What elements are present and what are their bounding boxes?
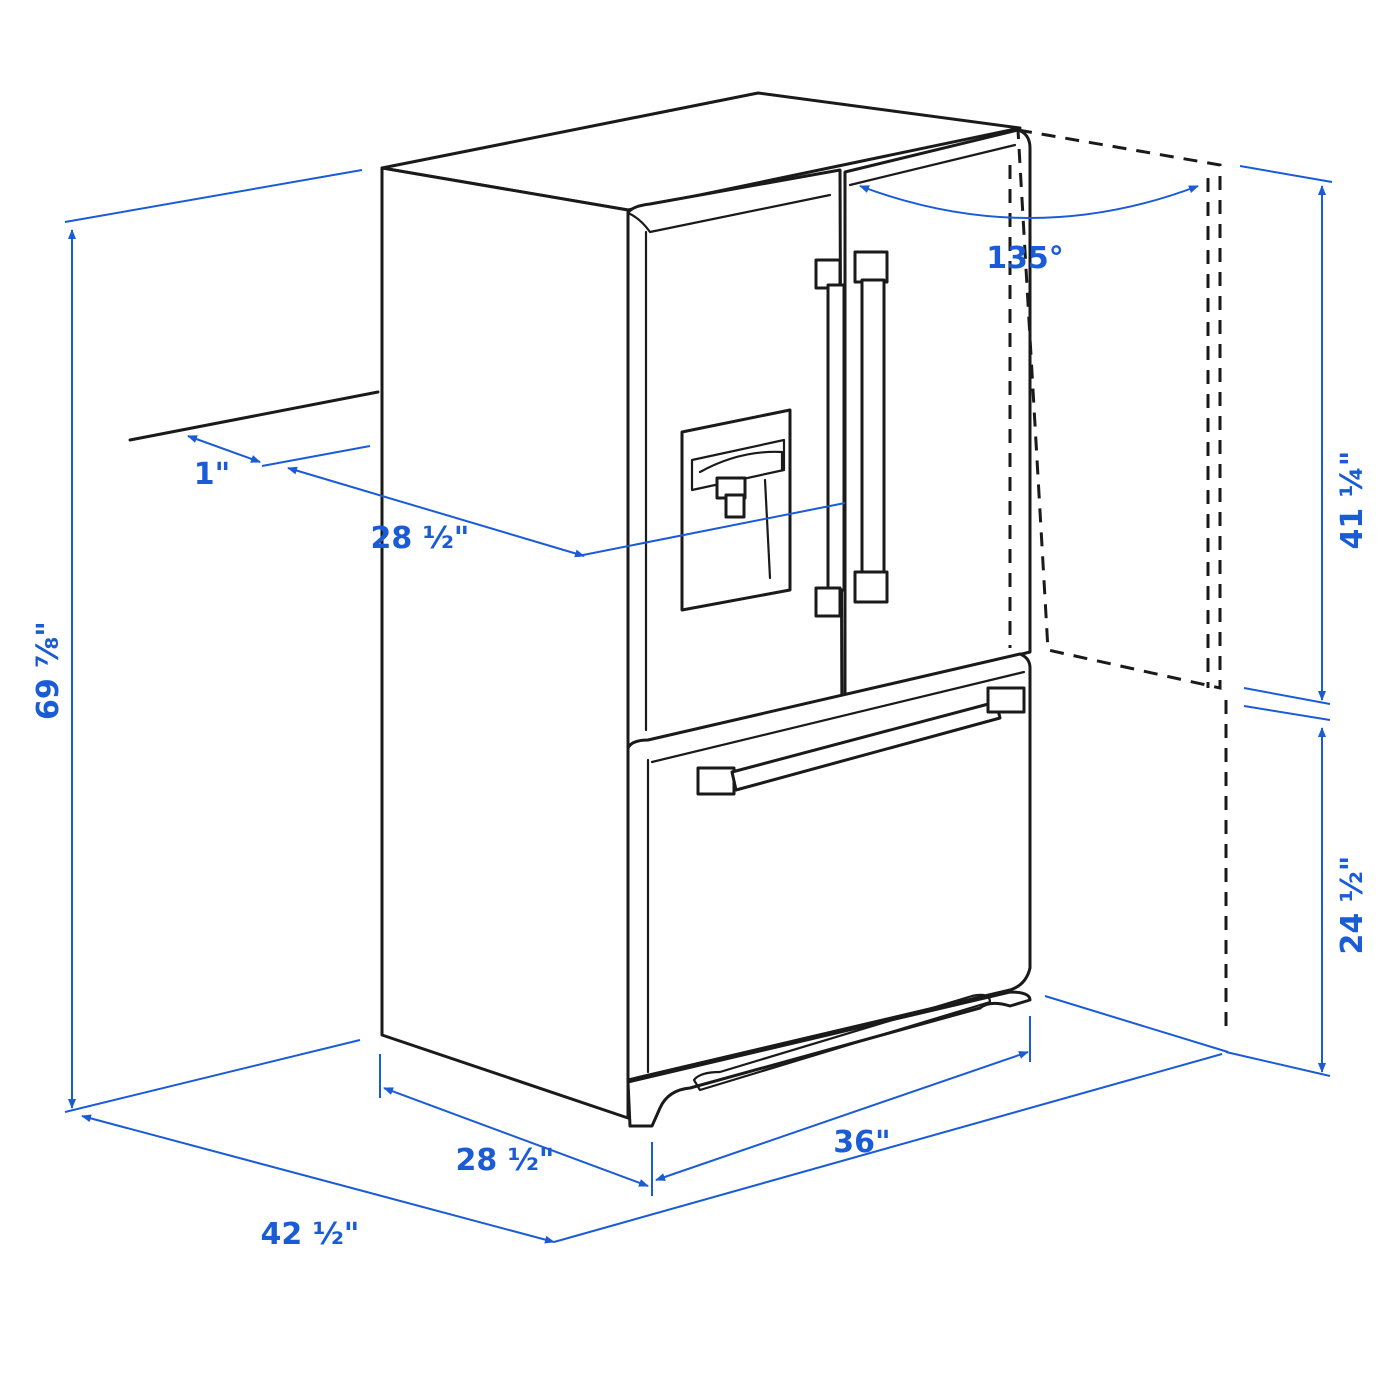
upper-door-height-label: 41 ¼"	[1335, 451, 1370, 550]
right-door-handle	[853, 250, 889, 604]
dim-door-angle: 135°	[859, 185, 1199, 276]
freezer-drawer	[626, 652, 1032, 1082]
drawer-height-label: 24 ½"	[1335, 856, 1370, 955]
dim-upper-door-height: 41 ¼"	[1239, 165, 1370, 705]
dim-width: 36"	[655, 1016, 1031, 1181]
left-door-handle	[814, 258, 846, 618]
door-angle-label: 135°	[986, 241, 1064, 276]
drawer-handle	[696, 686, 1026, 796]
wall-gap-label: 1"	[194, 457, 231, 492]
dim-depth-no-doors: 28 ½"	[287, 466, 846, 558]
depth-with-doors-label: 28 ½"	[456, 1143, 555, 1178]
dim-wall-gap: 1"	[187, 435, 371, 492]
dim-depth-doors-open: 42 ½"	[81, 995, 1229, 1252]
wall-line	[128, 390, 380, 442]
depth-doors-open-label: 42 ½"	[261, 1217, 360, 1252]
dim-total-height: 69 ⅞"	[31, 169, 363, 1113]
total-height-label: 69 ⅞"	[31, 621, 66, 720]
open-door-outline	[1008, 128, 1228, 1030]
water-dispenser	[680, 408, 792, 612]
width-label: 36"	[833, 1125, 890, 1160]
depth-no-doors-label: 28 ½"	[371, 521, 470, 556]
dim-drawer-height: 24 ½"	[1225, 705, 1370, 1077]
fridge-side	[380, 166, 630, 1120]
refrigerator	[380, 91, 1032, 1128]
